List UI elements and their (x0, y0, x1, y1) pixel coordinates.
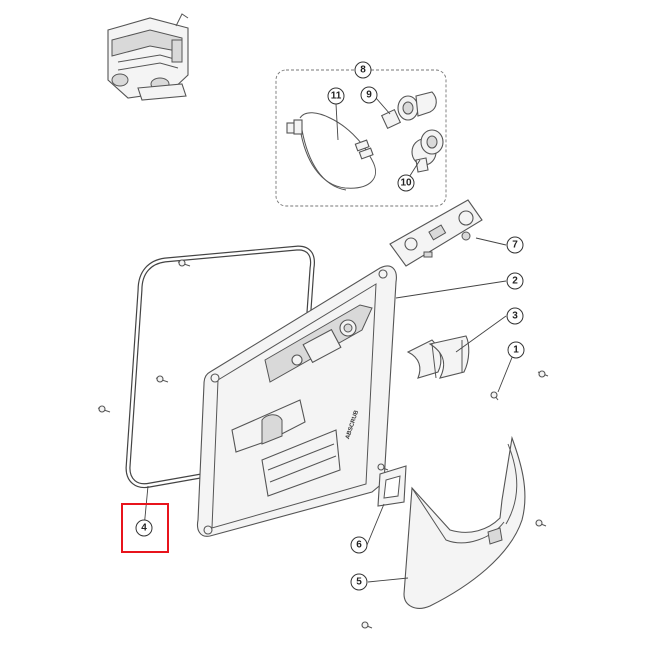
part-6-square-gasket (377, 465, 407, 507)
callout-3-label: 3 (512, 311, 518, 322)
part-11-cable-harness (286, 112, 377, 191)
callout-4-highlight-box (121, 503, 169, 553)
screw-left (97, 405, 111, 413)
screws (97, 259, 549, 629)
callout-10: 10 (397, 174, 415, 192)
callout-11-label: 11 (331, 91, 342, 102)
screw-top-left (177, 259, 191, 267)
callout-9-label: 9 (366, 90, 372, 101)
screw-lower-right (535, 519, 547, 527)
callout-7-label: 7 (512, 240, 518, 251)
screw-part-1 (490, 391, 499, 401)
part-7-control-plate (389, 199, 483, 267)
callout-6: 6 (350, 536, 368, 554)
part-9-socket (380, 91, 437, 130)
callout-2: 2 (506, 272, 524, 290)
callout-9: 9 (360, 86, 378, 104)
callout-4-label: 4 (141, 523, 147, 534)
callout-7: 7 (506, 236, 524, 254)
callout-6-label: 6 (356, 540, 362, 551)
part-3-bracket (406, 335, 470, 379)
callout-1: 1 (507, 341, 525, 359)
callout-2-label: 2 (512, 276, 518, 287)
callout-8: 8 (354, 61, 372, 79)
callout-4: 4 (121, 503, 169, 553)
callout-11: 11 (327, 87, 345, 105)
callout-3: 3 (506, 307, 524, 325)
screw-mid-left (155, 375, 169, 383)
machine-thumbnail (107, 13, 189, 101)
callout-5-label: 5 (356, 577, 362, 588)
part-2-console-panel: ABSCRUB (196, 265, 397, 537)
callout-10-label: 10 (400, 178, 412, 189)
callout-5: 5 (350, 573, 368, 591)
screw-bottom (361, 621, 373, 629)
part-5-lower-cover (403, 435, 526, 609)
callout-1-label: 1 (513, 345, 519, 356)
screw-center (377, 463, 389, 471)
callout-8-label: 8 (360, 65, 366, 76)
screw-right (537, 370, 549, 378)
